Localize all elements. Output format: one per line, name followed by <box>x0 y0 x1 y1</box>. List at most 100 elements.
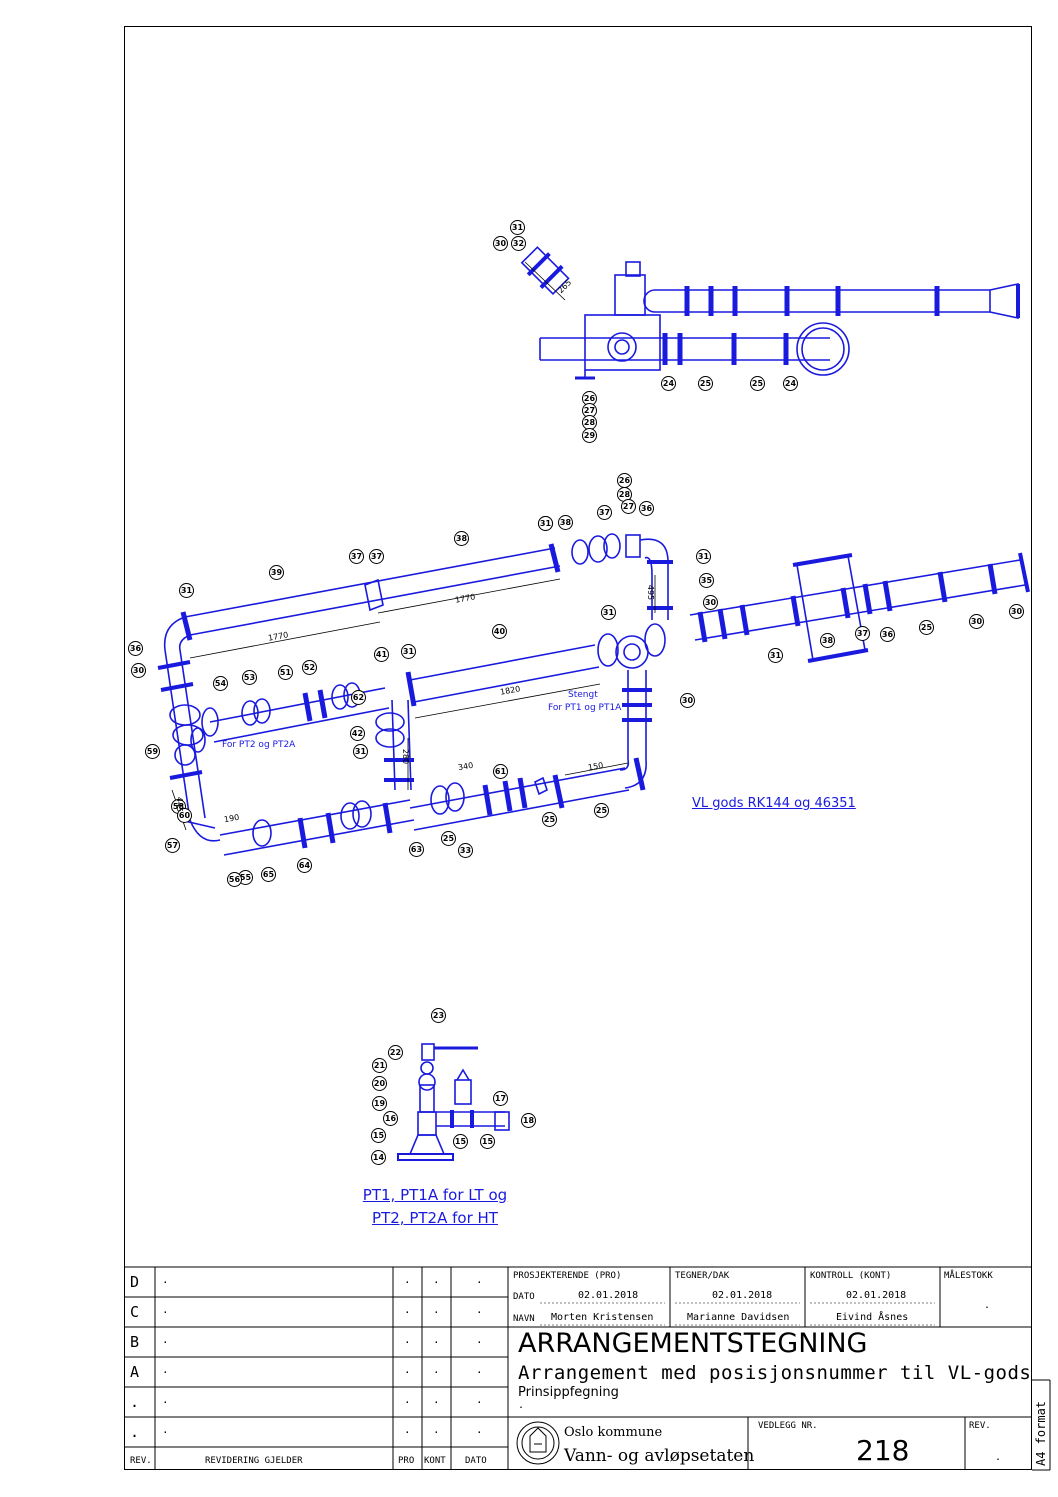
main-bubble: 64 <box>297 858 312 873</box>
rev-cell-rev: A <box>130 1363 140 1381</box>
rev-cell-desc: . <box>162 1333 169 1346</box>
rev-cell-rev: . <box>130 1423 140 1441</box>
main-bubble: 38 <box>454 531 469 546</box>
main-loop <box>157 533 1030 856</box>
detail-bubble: 22 <box>388 1045 403 1060</box>
main-bubble: 65 <box>261 867 276 882</box>
rev-cell-desc: . <box>162 1273 169 1286</box>
top-bubble: 24 <box>661 376 676 391</box>
top-bubble: 30 <box>493 236 508 251</box>
main-bubble: 30 <box>131 663 146 678</box>
rev-cell-rev: B <box>130 1333 140 1351</box>
rev-cell-pro: . <box>404 1333 411 1346</box>
note-for-pt2: For PT2 og PT2A <box>222 740 296 750</box>
malestokk-value: . <box>984 1300 991 1311</box>
rev-header-desc: REVIDERING GJELDER <box>205 1456 303 1466</box>
rev-header-pro: PRO <box>398 1456 415 1466</box>
tegner-dato: 02.01.2018 <box>712 1290 773 1301</box>
rev-label: REV. <box>969 1421 991 1431</box>
main-bubble: 60 <box>177 808 192 823</box>
note-stengt: Stengt <box>568 690 598 700</box>
main-bubble: 25 <box>919 620 934 635</box>
detail-bubble: 20 <box>372 1076 387 1091</box>
top-bubble: 32 <box>511 236 526 251</box>
main-bubble: 59 <box>145 744 160 759</box>
detail-bubble: 15 <box>453 1134 468 1149</box>
rev-cell-desc: . <box>162 1363 169 1376</box>
rev-cell-dato: . <box>476 1393 483 1406</box>
detail-bubble: 19 <box>372 1096 387 1111</box>
navn-label: NAVN <box>513 1314 535 1324</box>
detail-caption-1: PT1, PT1A for LT og <box>362 1186 508 1204</box>
top-bubble: 29 <box>582 428 597 443</box>
main-bubble: 56 <box>227 872 242 887</box>
main-bubble: 31 <box>353 744 368 759</box>
detail-bubble: 15 <box>480 1134 495 1149</box>
org-line1: Oslo kommune <box>564 1425 663 1440</box>
vedlegg-label: VEDLEGG NR. <box>758 1421 818 1431</box>
main-bubble: 42 <box>350 726 365 741</box>
main-bubble: 25 <box>594 803 609 818</box>
main-bubble: 52 <box>302 660 317 675</box>
main-bubble: 37 <box>349 549 364 564</box>
pro-navn: Morten Kristensen <box>551 1312 654 1323</box>
detail-bubble: 21 <box>372 1058 387 1073</box>
rev-cell-dato: . <box>476 1423 483 1436</box>
main-bubble: 38 <box>558 515 573 530</box>
rev-value: . <box>995 1452 1002 1463</box>
format-label: A4 format <box>1034 1400 1048 1466</box>
kontroll-navn: Eivind Åsnes <box>836 1312 909 1323</box>
title-sub: Arrangement med posisjonsnummer til VL-g… <box>518 1362 1032 1384</box>
rev-cell-pro: . <box>404 1303 411 1316</box>
main-bubble: 30 <box>680 693 695 708</box>
rev-cell-rev: . <box>130 1393 140 1411</box>
main-bubble: 31 <box>401 644 416 659</box>
top-assembly <box>520 246 1020 380</box>
note-stengt-for: For PT1 og PT1A <box>548 703 622 713</box>
rev-cell-dato: . <box>476 1363 483 1376</box>
main-bubble: 37 <box>369 549 384 564</box>
kontroll-dato: 02.01.2018 <box>846 1290 907 1301</box>
dato-label: DATO <box>513 1292 535 1302</box>
detail-pt1 <box>397 1043 510 1161</box>
title-dot: . <box>518 1400 525 1411</box>
rev-cell-pro: . <box>404 1363 411 1376</box>
rev-cell-dato: . <box>476 1333 483 1346</box>
vedlegg-value: 218 <box>856 1434 910 1467</box>
main-bubble: 27 <box>621 499 636 514</box>
main-bubble: 30 <box>969 614 984 629</box>
top-bubble: 25 <box>698 376 713 391</box>
main-bubble: 30 <box>1009 604 1024 619</box>
rev-cell-dato: . <box>476 1303 483 1316</box>
detail-bubble: 18 <box>521 1113 536 1128</box>
title-sub2: Prinsippfegning <box>518 1385 619 1400</box>
rev-cell-desc: . <box>162 1393 169 1406</box>
tegner-navn: Marianne Davidsen <box>687 1312 790 1323</box>
rev-cell-pro: . <box>404 1393 411 1406</box>
main-bubble: 36 <box>880 627 895 642</box>
main-bubble: 54 <box>213 676 228 691</box>
top-bubble: 24 <box>783 376 798 391</box>
rev-cell-dato: . <box>476 1273 483 1286</box>
main-bubble: 25 <box>441 831 456 846</box>
main-bubble: 35 <box>699 573 714 588</box>
prosjekterende-label: PROSJEKTERENDE (PRO) <box>513 1271 622 1281</box>
rev-header-rev: REV. <box>130 1456 152 1466</box>
main-bubble: 37 <box>597 505 612 520</box>
kontroll-label: KONTROLL (KONT) <box>810 1271 892 1281</box>
main-bubble: 31 <box>768 648 783 663</box>
rev-cell-kont: . <box>433 1363 440 1376</box>
main-bubble: 38 <box>820 633 835 648</box>
main-bubble: 39 <box>269 565 284 580</box>
rev-cell-kont: . <box>433 1303 440 1316</box>
main-bubble: 30 <box>703 595 718 610</box>
rev-cell-desc: . <box>162 1303 169 1316</box>
main-bubble: 57 <box>165 838 180 853</box>
top-bubble: 31 <box>510 220 525 235</box>
detail-bubble: 15 <box>371 1128 386 1143</box>
detail-bubble: 23 <box>431 1008 446 1023</box>
note-vl-gods: VL gods RK144 og 46351 <box>692 796 856 811</box>
main-bubble: 40 <box>492 624 507 639</box>
